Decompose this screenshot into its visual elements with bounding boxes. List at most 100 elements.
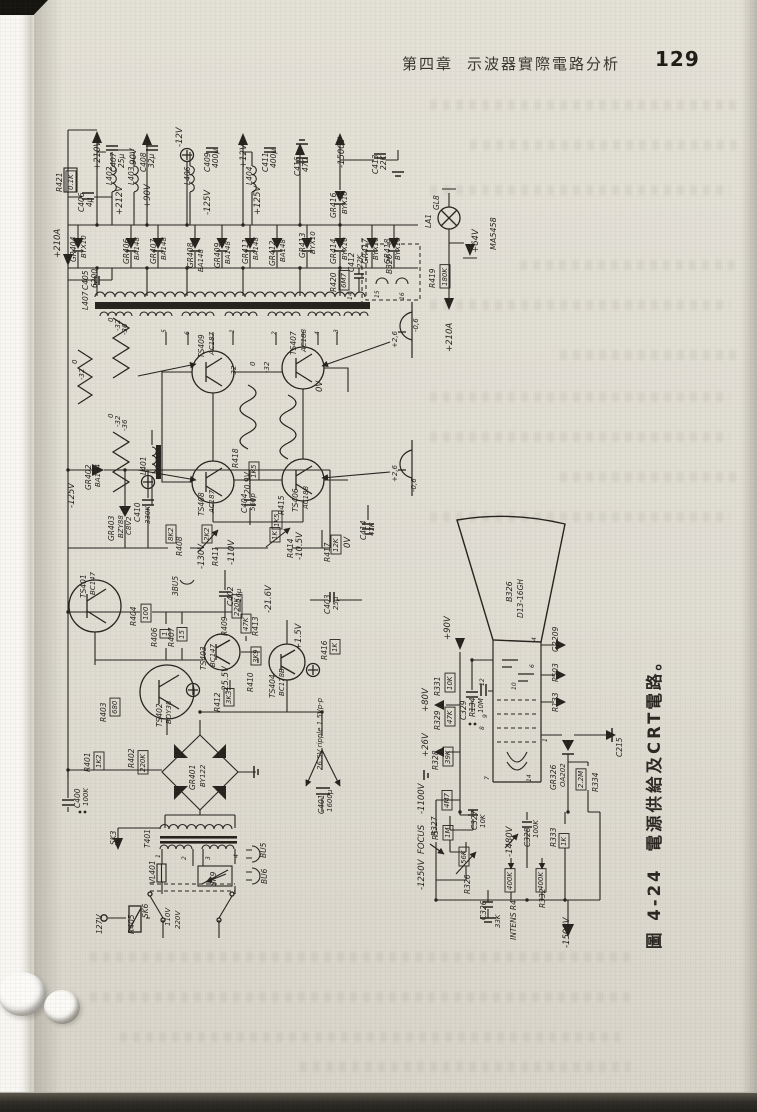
component-label: -21.6V [264, 584, 274, 613]
component-label: -25.5V [221, 665, 231, 694]
component-label: 0 [71, 359, 79, 364]
component-label: 4μ [85, 197, 94, 207]
component-label: TS406 [291, 488, 300, 512]
diodes-and-arrows [63, 131, 616, 937]
component-label: 6 [184, 331, 191, 335]
coil-winding [111, 165, 117, 193]
component-label: 0.1K [67, 173, 75, 190]
component-label: 400μ [269, 149, 278, 168]
component-label: 10K [479, 813, 487, 828]
component-label: 0 [107, 317, 115, 322]
component-label: 2K2 [203, 527, 211, 541]
component-label: R405 [127, 914, 136, 934]
component-box [439, 264, 451, 289]
component-box [442, 825, 454, 841]
component-label: C402 [226, 586, 235, 606]
component-label: R332 [538, 888, 547, 908]
component-label: 1K5 [250, 464, 258, 478]
component-label: BU6 [260, 868, 269, 884]
component-label: GR401 [188, 765, 197, 790]
component-label: 4 [314, 331, 321, 335]
figure-caption: 圖 4-24電源供給及CRT電路。 [641, 651, 665, 949]
component-label: -125V [203, 189, 213, 215]
component-label: R413 [251, 616, 260, 636]
component-label: 20.9V [243, 471, 252, 494]
component-label: R401 [83, 752, 92, 772]
component-label: R402 [127, 748, 136, 768]
component-label: R406 [150, 627, 159, 647]
component-label: TS402 [155, 703, 164, 727]
component-label: 0 [249, 361, 257, 366]
component-label: R420 [329, 272, 338, 292]
component-label: MA5458 [489, 217, 498, 250]
component-label: 3K3 [225, 691, 233, 705]
component-label: C404 [240, 493, 249, 513]
component-label: GR209 [551, 626, 560, 652]
punch-hole [44, 990, 80, 1024]
component-label: -12V [175, 126, 185, 147]
component-label: TS404 [268, 674, 277, 698]
component-label: BYX10 [80, 235, 88, 258]
component-label: R421 [55, 172, 64, 192]
component-label: 9 [482, 714, 489, 718]
component-box [223, 688, 235, 707]
component-label: 100K [532, 819, 540, 838]
component-label: R417 [323, 542, 332, 562]
component-label: GR403 [107, 515, 116, 541]
coil-winding [251, 165, 257, 193]
component-label: BU5 [259, 842, 268, 858]
component-box [159, 629, 171, 639]
component-label: C405 [81, 270, 90, 290]
component-label: VL401 [148, 860, 157, 884]
component-label: 14 [526, 774, 533, 782]
component-box [140, 603, 152, 623]
component-label: +2,6 [391, 330, 399, 348]
coil-winding [307, 311, 341, 317]
component-label: 0 [107, 413, 115, 418]
figure-number: 圖 4-24 [645, 867, 664, 949]
component-label: R5 [431, 830, 440, 840]
component-label: R408 [175, 536, 184, 556]
component-label: GR402 [84, 464, 93, 490]
component-label: L401 [139, 457, 148, 476]
component-label: SK3 [109, 830, 118, 845]
component-label: +90V [143, 183, 153, 208]
component-label: BYX10 [341, 237, 349, 260]
component-label: 47K [368, 521, 376, 536]
component-label: 12 [479, 678, 486, 686]
coil-winding [181, 311, 215, 317]
component-label: 10 [511, 682, 518, 690]
component-label: C215 [615, 737, 624, 757]
component-label: 32μ [147, 153, 156, 168]
component-label: 220V [174, 910, 182, 929]
coil-winding [201, 844, 235, 850]
component-box [458, 846, 470, 867]
component-box [93, 751, 105, 771]
component-label: C326 [479, 900, 488, 920]
coil-winding [159, 844, 193, 850]
component-label: 560p [249, 493, 257, 511]
component-label: GR412 [268, 240, 277, 266]
component-label: 47K [242, 616, 250, 631]
component-label: R328 [431, 750, 440, 770]
dashed-lines [150, 238, 537, 892]
component-label: 400μ [211, 149, 220, 168]
component-label: L403 [127, 166, 136, 185]
component-box [240, 613, 252, 634]
component-label: 127V [95, 914, 104, 934]
component-label: 110V [164, 907, 172, 926]
component-label: 330K [144, 505, 152, 524]
component-label: BA114 [94, 464, 102, 487]
component-label: C328 [523, 827, 532, 847]
component-label: BYX10 [372, 237, 380, 260]
component-label: C327 [470, 810, 479, 830]
component-label: BA148 [197, 249, 205, 272]
component-label: C411 [261, 152, 270, 172]
component-label: +210V [93, 140, 103, 170]
scan-bottom-band [0, 1092, 757, 1112]
component-box [271, 510, 283, 530]
component-label: R403 [99, 702, 108, 722]
component-label: +90V [443, 615, 453, 640]
component-label: R407 [167, 627, 176, 647]
component-label: 3 [205, 856, 212, 860]
